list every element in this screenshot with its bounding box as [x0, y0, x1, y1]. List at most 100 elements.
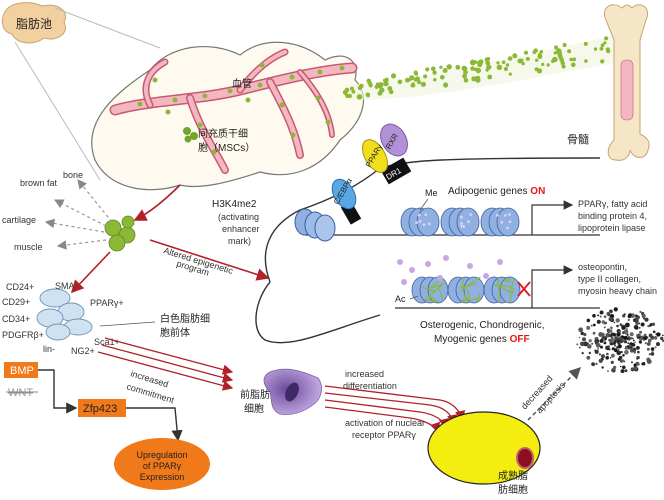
increased-differentiation-line1: increased [345, 369, 384, 379]
debris-particle [605, 346, 607, 349]
debris-particle [608, 345, 610, 348]
activation-line1: activation of nuclear [345, 418, 425, 428]
preadipocyte-cn-line1: 前脂肪 [240, 388, 270, 401]
debris-particle [630, 337, 633, 340]
h3k4me2-line1: H3K4me2 [212, 199, 257, 210]
other-targets-line3: myosin heavy chain [578, 286, 657, 296]
silencing-mark [431, 282, 447, 289]
white-preadipocyte-label-line2: 胞前体 [160, 326, 190, 339]
debris-particle [601, 366, 604, 369]
stream-cell [420, 81, 426, 87]
mature-adipocyte-line2: 肪细胞 [498, 483, 528, 496]
debris-particle [608, 317, 613, 322]
debris-particle [629, 342, 633, 346]
methyl-mark [504, 214, 507, 217]
marker-cd24: CD24+ [6, 282, 34, 292]
zfp423-label: Zfp423 [83, 403, 117, 415]
acetyl-dot [437, 275, 443, 281]
debris-particle [595, 362, 598, 366]
stream-cell [390, 73, 397, 79]
adipogenic-targets-line3: lipoprotein lipase [578, 223, 646, 233]
stream-cell [379, 87, 385, 93]
stream-cell [600, 59, 605, 64]
other-genes-line2: Myogenic genes OFF [434, 334, 530, 345]
stream-cell [430, 66, 436, 72]
debris-particle [616, 332, 621, 337]
stream-cell [487, 74, 493, 80]
debris-particle [596, 319, 601, 324]
preadipocyte-leader [99, 321, 156, 327]
stream-cell [471, 76, 477, 82]
debris-particle [644, 342, 647, 345]
bmp-to-zfp-arrow [38, 369, 78, 414]
bone-icon [604, 4, 650, 161]
msc-cell-cluster [104, 215, 136, 252]
stream-cell [558, 54, 563, 60]
stream-cell [484, 57, 489, 62]
acetyl-dot [497, 259, 503, 265]
debris-particle [631, 361, 633, 364]
debris-particle [646, 342, 651, 346]
debris-particle [656, 342, 660, 347]
debris-particle [583, 341, 588, 347]
adipogenic-prefix: Adipogenic genes [448, 186, 530, 197]
stream-cell [539, 50, 544, 54]
blocked-x-icon [517, 281, 531, 297]
debris-particle [661, 334, 664, 337]
debris-particle [616, 350, 621, 356]
methyl-mark [460, 224, 464, 228]
mature-adipocyte-nucleus [516, 447, 534, 469]
debris-particle [638, 327, 641, 329]
debris-particle [625, 322, 630, 328]
stream-cell [536, 68, 543, 74]
debris-particle [591, 342, 594, 345]
marker-lin: lin- [43, 344, 55, 354]
debris-particle [624, 369, 628, 373]
adipogenic-transcription-arrow [531, 200, 574, 235]
debris-particle [635, 361, 640, 366]
debris-particle [639, 310, 642, 313]
msc-stream-cells [342, 36, 636, 100]
fate-muscle: muscle [14, 242, 43, 252]
debris-particle [616, 348, 620, 351]
stream-cell [433, 78, 437, 82]
debris-particle [643, 333, 647, 337]
stream-cell [560, 60, 565, 66]
marker-cd29: CD29+ [2, 297, 30, 307]
silencing-mark [508, 287, 515, 303]
debris-particle [610, 338, 615, 344]
debris-particle [626, 336, 631, 341]
fate-brown-fat-line: brown fat [20, 178, 58, 188]
debris-particle [598, 353, 602, 356]
acetyl-dot [409, 267, 415, 273]
h3k4me2-nucleosome [294, 208, 336, 242]
debris-particle [624, 350, 629, 355]
debris-particle [598, 358, 603, 363]
stream-cell [569, 57, 573, 62]
stream-cell [485, 60, 491, 66]
debris-particle [643, 317, 645, 320]
debris-particle [604, 321, 608, 325]
debris-particle [578, 346, 581, 349]
zoom-line-top [54, 7, 161, 49]
adipogenic-on: ON [530, 186, 545, 197]
adipose-tissue-label: 脂肪池 [16, 16, 52, 31]
stream-cell [440, 75, 445, 80]
stream-cell [546, 63, 550, 67]
upregulation-line1: Upregulation [136, 450, 187, 460]
methyl-mark [460, 215, 463, 219]
debris-particle [633, 351, 636, 354]
debris-particle [630, 348, 632, 351]
debris-particle [620, 369, 625, 374]
mature-adipocyte-line1: 成熟脂 [498, 469, 528, 482]
debris-particle [627, 342, 630, 345]
debris-particle [643, 335, 648, 340]
debris-particle [609, 357, 612, 359]
debris-particle [638, 322, 641, 325]
stream-cell [604, 36, 609, 41]
me-label: Me [425, 188, 438, 198]
stream-cell [470, 66, 475, 71]
stream-cell [505, 63, 510, 67]
bmp-box [4, 362, 38, 378]
